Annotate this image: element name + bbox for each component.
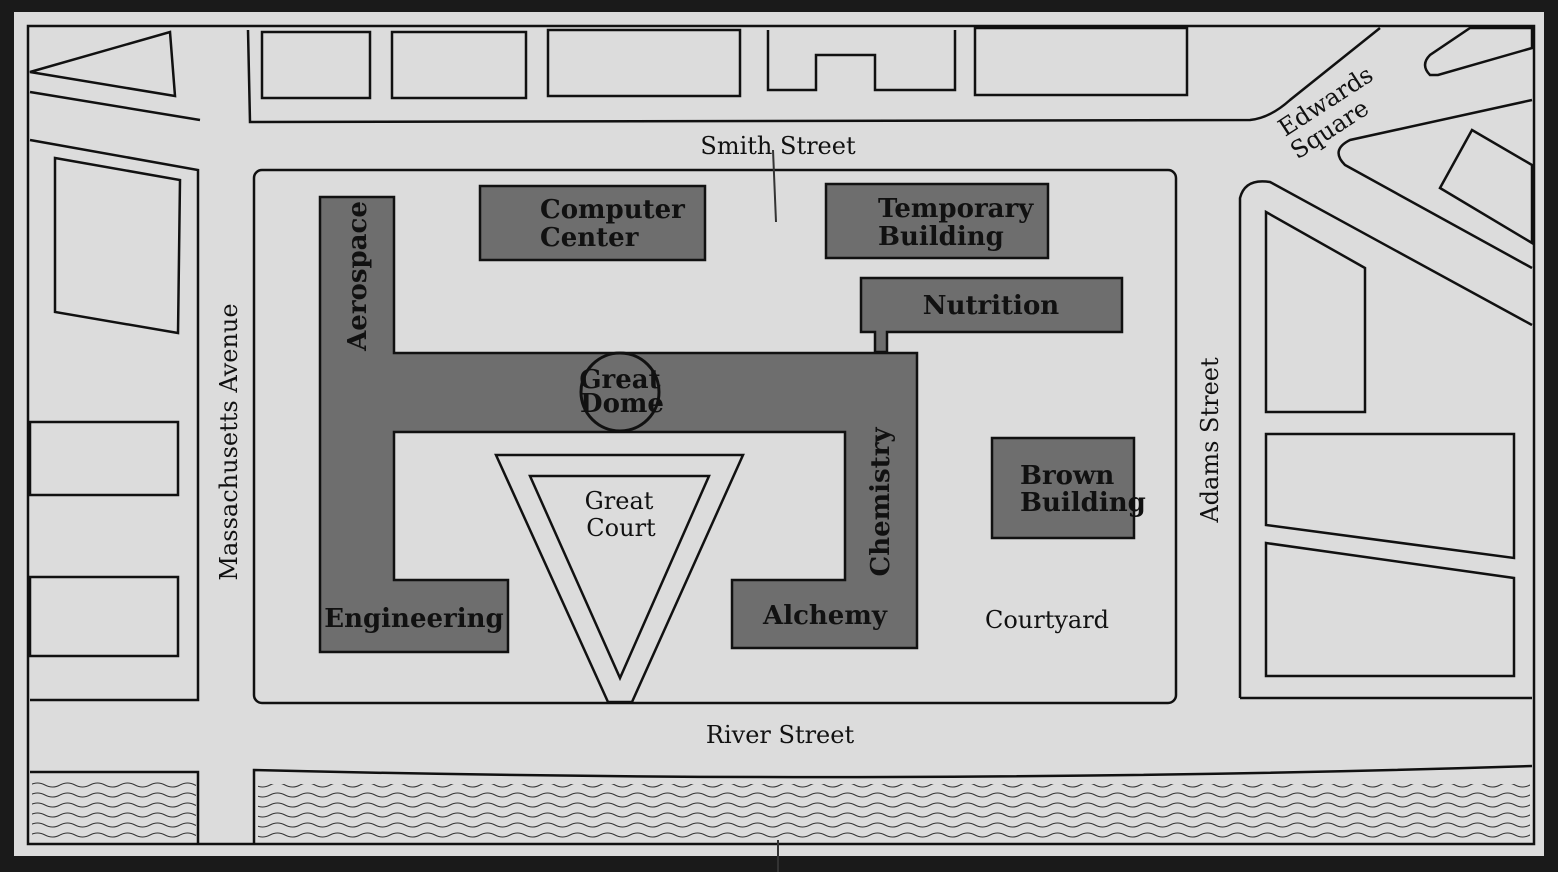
riverbank-left [30, 770, 200, 844]
block-left-2 [28, 420, 180, 497]
chemistry-label: Chemistry [866, 427, 896, 577]
block-right-4 [1264, 541, 1516, 678]
inner-border [26, 24, 1536, 846]
block-top-left [29, 30, 177, 98]
temporary-building-label-line2: Building [878, 222, 1004, 252]
great-dome-label-line1: Great [579, 365, 660, 395]
campus-boundary [252, 168, 1178, 705]
street-edge-top [246, 27, 1381, 124]
river-water-left [32, 778, 196, 842]
adams-street-label: Adams Street [1196, 357, 1224, 524]
street-edge-top-left [29, 90, 201, 122]
block-left-3 [28, 575, 180, 658]
river-water-right [258, 784, 1530, 842]
brown-building [990, 436, 1136, 540]
courtyard-label: Courtyard [985, 606, 1109, 634]
massachusetts-avenue-label: Massachusetts Avenue [215, 303, 243, 580]
nutrition-label: Nutrition [923, 291, 1059, 321]
smith-street-label: Smith Street [700, 132, 856, 160]
fold-crease-top [772, 149, 777, 223]
block-top-5 [973, 26, 1189, 97]
engineering-label: Engineering [324, 604, 503, 634]
computer-center-label-line2: Center [540, 223, 639, 253]
great-court-inner [528, 474, 711, 682]
temporary-building-label-line1: Temporary [878, 194, 1034, 224]
block-top-3 [546, 28, 742, 98]
block-top-2 [390, 30, 528, 100]
brown-building-label-line1: Brown [1020, 461, 1114, 491]
street-edge-right [1238, 180, 1533, 698]
great-dome [579, 351, 661, 433]
block-right-2 [1438, 128, 1534, 246]
block-right-1 [1264, 209, 1367, 414]
computer-center-building [478, 184, 707, 262]
street-edge-edwards [1337, 98, 1533, 270]
block-top-4 [766, 30, 957, 92]
street-edge-left [29, 138, 200, 702]
block-top-right [1423, 26, 1534, 77]
aerospace-label: Aerospace [343, 201, 373, 352]
great-dome-label-line2: Dome [580, 389, 664, 419]
block-top-1 [260, 30, 372, 100]
riverbank-right [252, 764, 1533, 844]
great-court-label-line2: Court [586, 514, 656, 542]
brown-building-label-line2: Building [1020, 488, 1146, 518]
computer-center-label-line1: Computer [540, 195, 685, 225]
river-street-label: River Street [706, 721, 855, 749]
temporary-building [824, 182, 1050, 260]
great-court-label-line1: Great [585, 487, 654, 515]
block-left-1 [53, 156, 182, 335]
block-right-3 [1264, 432, 1516, 560]
alchemy-label: Alchemy [762, 601, 888, 631]
